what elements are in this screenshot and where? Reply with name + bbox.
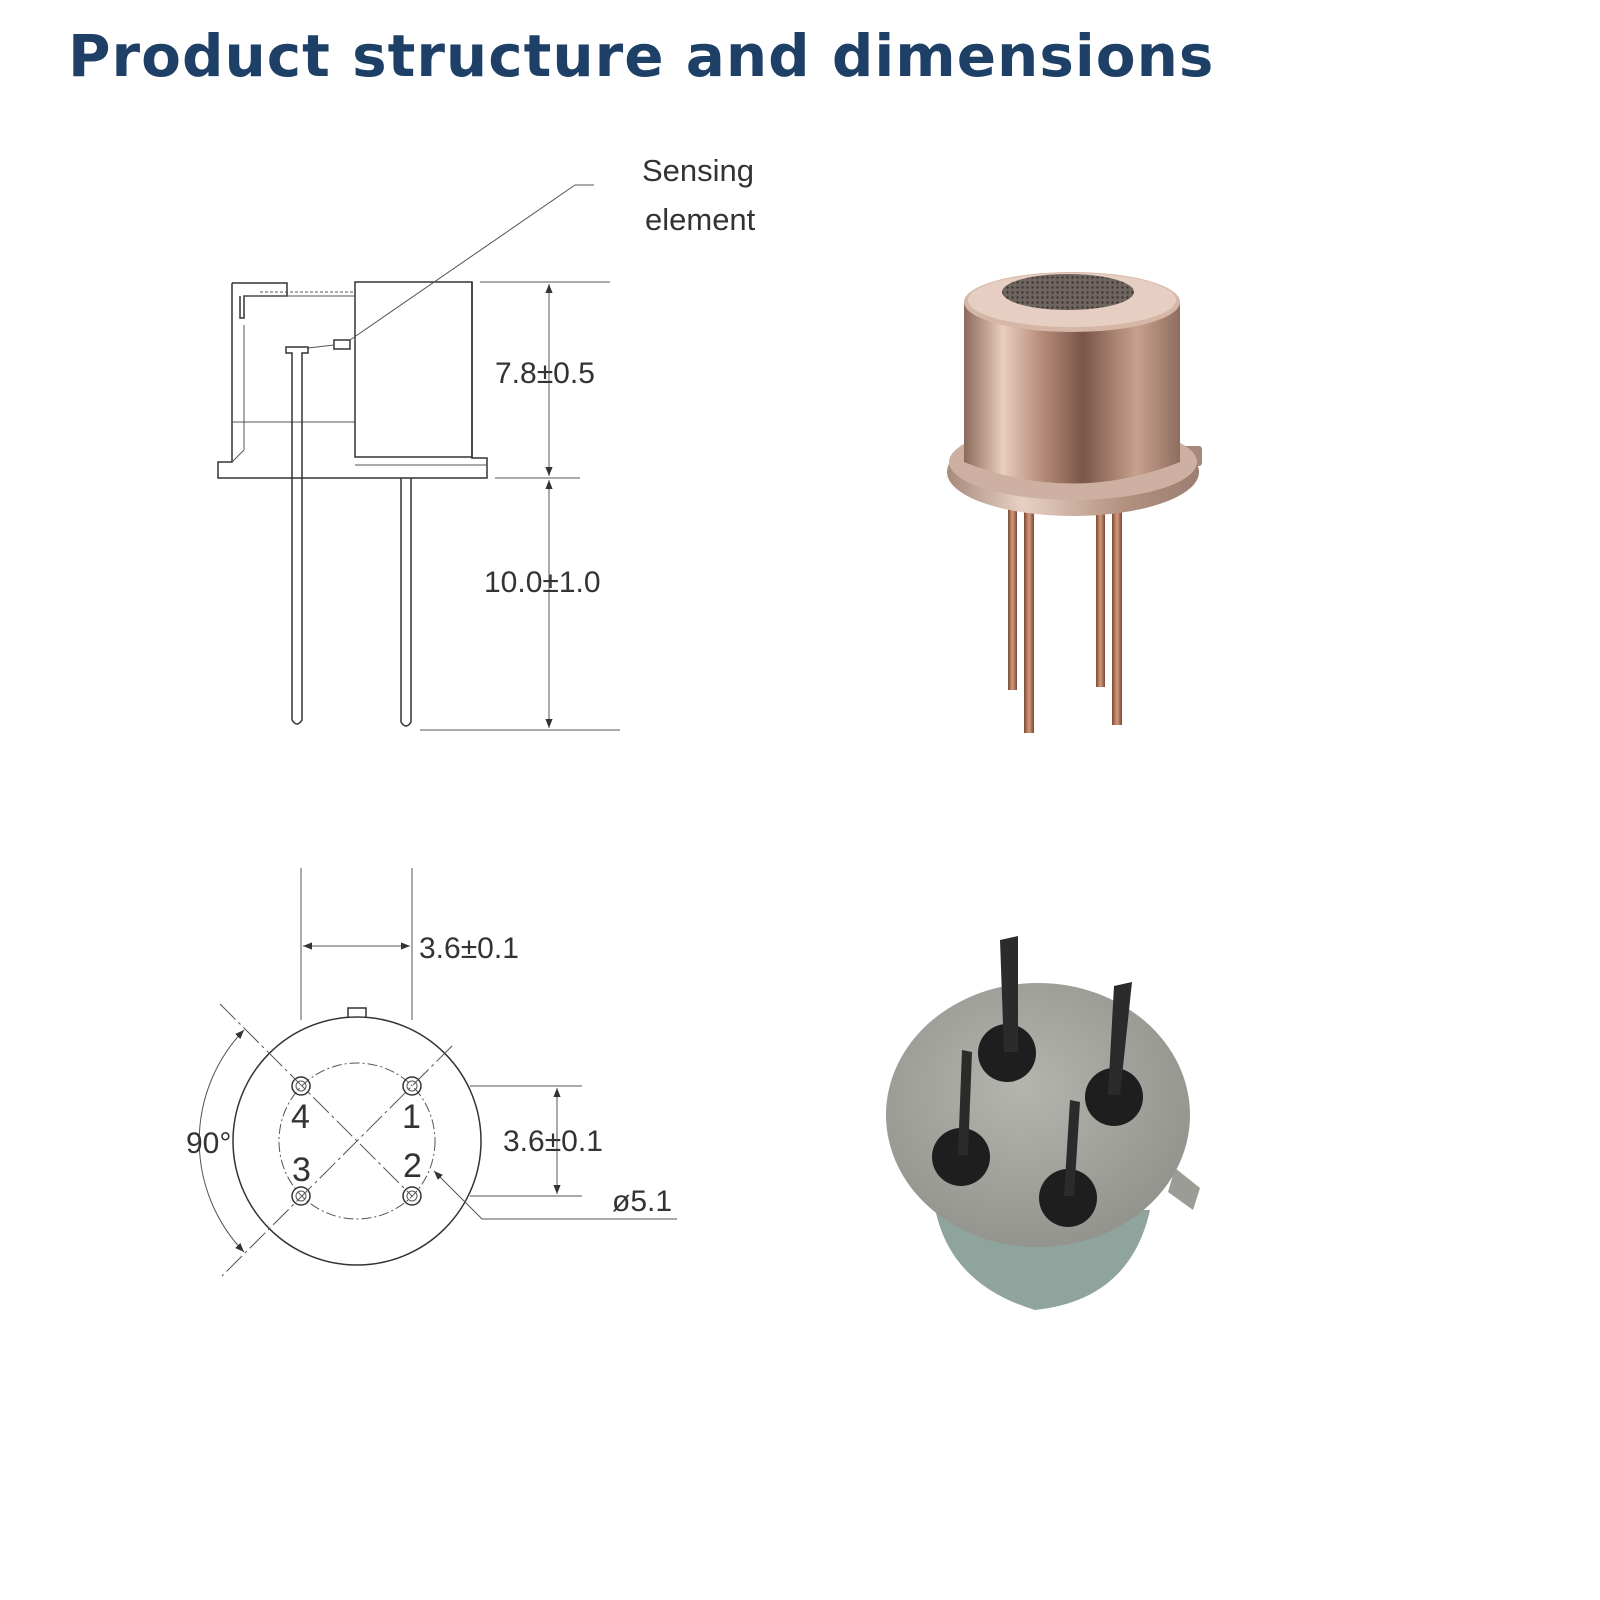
pin-spacing-horizontal: 3.6±0.1 xyxy=(419,932,519,965)
side-view-drawing: Sensing element 7.8±0.5 10.0±1.0 xyxy=(217,153,756,731)
sensor-bottom-photo xyxy=(886,936,1200,1310)
sensor-top-photo xyxy=(947,272,1202,733)
pin-spacing-vertical: 3.6±0.1 xyxy=(503,1125,603,1158)
bottom-view-drawing: 1 2 3 4 3.6±0.1 3.6±0.1 ø5.1 90° xyxy=(186,868,677,1277)
pin-circle-diameter: ø5.1 xyxy=(612,1185,672,1218)
angle-dimension: 90° xyxy=(186,1127,231,1160)
pin-number-2: 2 xyxy=(403,1147,422,1185)
pin-number-1: 1 xyxy=(402,1098,421,1136)
pin-number-4: 4 xyxy=(291,1098,310,1136)
sensing-label-line1: Sensing xyxy=(642,153,754,188)
height-dimension: 7.8±0.5 xyxy=(495,357,595,390)
sensing-label-line2: element xyxy=(645,202,756,237)
pin-number-3: 3 xyxy=(292,1151,311,1189)
lead-length-dimension: 10.0±1.0 xyxy=(484,566,601,599)
page-title: Product structure and dimensions xyxy=(68,22,1215,90)
